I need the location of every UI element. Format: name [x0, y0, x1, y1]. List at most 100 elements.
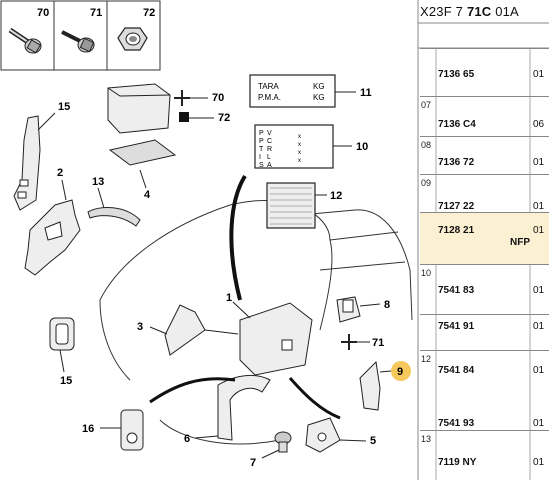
part-reference: 7136 C4: [438, 119, 476, 130]
row-group-number: 09: [421, 178, 432, 188]
part-reference: 7136 65: [438, 69, 475, 80]
svg-text:P: P: [259, 138, 264, 145]
table-row[interactable]: 10 7541 83 01: [420, 264, 549, 315]
callout-2: 2: [57, 167, 63, 179]
callout-15: 15: [60, 375, 72, 387]
part-16-clip: [100, 409, 144, 451]
quantity: 01: [533, 225, 545, 236]
svg-text:x: x: [298, 134, 301, 140]
quantity: 01: [533, 418, 545, 429]
svg-text:V: V: [267, 130, 272, 137]
callout-17: 15: [58, 101, 70, 113]
quantity: 01: [533, 285, 545, 296]
row-group-number: 12: [421, 354, 432, 364]
table-row[interactable]: 7541 91 01: [420, 314, 549, 351]
callout-1: 1: [226, 292, 232, 304]
callout-4: 4: [144, 189, 151, 201]
pma-label: P.M.A.: [258, 93, 281, 102]
quantity: 01: [533, 321, 545, 332]
svg-text:x: x: [298, 150, 301, 156]
callout-5: 5: [370, 435, 376, 447]
quantity: 01: [533, 69, 545, 80]
callout-6: 6: [184, 433, 190, 445]
svg-text:L: L: [267, 154, 271, 161]
fastener-71-label: 71: [90, 7, 102, 19]
part-8-clip: [336, 296, 381, 323]
table-row[interactable]: 7136 65 01: [420, 48, 549, 97]
svg-text:S: S: [259, 162, 264, 169]
catalog-code-prefix: X23F 7: [420, 4, 467, 19]
part-reference: 7119 NY: [438, 457, 477, 468]
part-9-bracket: [359, 360, 392, 411]
svg-text:C: C: [267, 138, 272, 145]
quantity: 01: [533, 365, 545, 376]
screw-with-washer-icon: [61, 30, 95, 53]
callout-9: 9: [397, 366, 403, 378]
part-17-pillar: [13, 112, 56, 211]
callout-71: 71: [372, 337, 384, 349]
svg-text:x: x: [298, 158, 301, 164]
callout-8: 8: [384, 299, 390, 311]
table-row[interactable]: 12 7541 84 01: [420, 350, 549, 431]
part-4-module: [107, 83, 177, 189]
part-13-strip: [87, 187, 141, 227]
flange-bolt-icon: [8, 27, 42, 54]
svg-text:I: I: [259, 154, 261, 161]
leader-curve: [149, 377, 236, 404]
part-5-bracket: [305, 417, 367, 453]
catalog-code-bold: 71C: [466, 4, 492, 19]
quantity: 01: [533, 457, 545, 468]
svg-text:A: A: [267, 162, 272, 169]
part-reference: 7128 21: [438, 225, 475, 236]
fastener-legend: 70 71 72: [0, 0, 161, 71]
table-row[interactable]: 08 7136 72 01: [420, 136, 549, 175]
leader-curve: [288, 377, 341, 420]
part-2-bracket: [24, 179, 81, 276]
callout-13: 13: [92, 176, 104, 188]
fastener-70-label: 70: [37, 7, 49, 19]
part-reference: 7136 72: [438, 157, 475, 168]
fastener-72-label: 72: [143, 7, 155, 19]
svg-text:T: T: [259, 146, 264, 153]
callout-12: 12: [330, 190, 342, 202]
part-12-grille-plate: [266, 182, 327, 229]
part-reference: 7541 93: [438, 418, 475, 429]
svg-text:x: x: [298, 142, 301, 148]
catalog-code-header: X23F 7 71C 01A: [420, 1, 549, 23]
tare-label: TARA: [258, 82, 279, 91]
callout-3: 3: [137, 321, 143, 333]
callout-7: 7: [250, 457, 256, 469]
hex-nut-icon: [117, 27, 148, 51]
part-10-info-plate: P P T I S V C R L A x x x x: [254, 124, 352, 169]
table-row[interactable]: 07 7136 C4 06: [420, 96, 549, 137]
row-group-number: 10: [421, 268, 432, 278]
callout-10: 10: [356, 141, 368, 153]
callout-72: 72: [218, 112, 230, 124]
row-group-number: 08: [421, 140, 432, 150]
table-row[interactable]: 13 7119 NY 01: [420, 430, 549, 481]
part-3-bracket: [149, 304, 239, 356]
quantity: 06: [533, 119, 545, 130]
pma-unit: KG: [313, 93, 325, 102]
quantity: 01: [533, 157, 545, 168]
part-reference: 7127 22: [438, 201, 475, 212]
callout-70: 70: [212, 92, 224, 104]
svg-text:R: R: [267, 146, 272, 153]
part-1-mudguard: [232, 301, 313, 376]
part-reference: 7541 91: [438, 321, 475, 332]
row-group-number: 13: [421, 434, 432, 444]
catalog-code-suffix: 01A: [491, 4, 519, 19]
part-reference: 7541 84: [438, 365, 475, 376]
callout-11: 11: [360, 87, 372, 99]
part-11-tare-plate: TARA KG P.M.A. KG: [249, 74, 356, 108]
quantity: 01: [533, 201, 545, 212]
part-reference: 7541 83: [438, 285, 475, 296]
row-group-number: 07: [421, 100, 432, 110]
part-7-push-clip: [261, 431, 292, 459]
nfp-flag: NFP: [510, 237, 530, 248]
svg-text:P: P: [259, 130, 264, 137]
part-1-cable: [229, 174, 247, 301]
